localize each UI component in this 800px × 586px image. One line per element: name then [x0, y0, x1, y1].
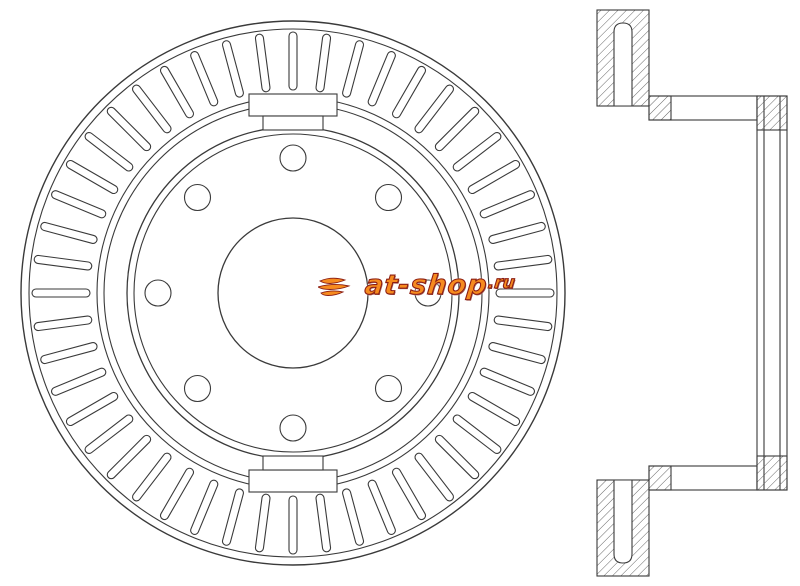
vent-slot: [452, 414, 502, 455]
hat-outer-edge: [126, 126, 460, 460]
vent-slot: [434, 106, 480, 152]
friction-band-inner-edge-line: [103, 103, 483, 483]
bolt-hole: [144, 279, 172, 307]
top-vent-channel: [613, 22, 633, 107]
vent-slot: [31, 288, 91, 298]
vent-slot: [342, 40, 365, 98]
bolt-hole: [414, 279, 442, 307]
vent-slot: [190, 51, 219, 107]
front-view: [20, 20, 566, 566]
vent-slot: [131, 452, 172, 502]
bolt-hole: [279, 414, 307, 442]
vent-slot: [65, 159, 119, 195]
vent-slot: [315, 33, 332, 93]
rotor-outer-edge-inner-line: [28, 28, 558, 558]
vent-slot: [84, 414, 134, 455]
balance-tab-top: [248, 93, 338, 131]
vent-slot: [367, 51, 396, 107]
vent-slot: [391, 65, 427, 119]
vent-slot: [414, 452, 455, 502]
hat-outer-edge-inner-line: [133, 133, 453, 453]
vent-slot: [288, 495, 298, 555]
bolt-hole: [279, 144, 307, 172]
vent-slot: [488, 221, 546, 244]
vent-slot: [84, 131, 134, 172]
vent-slot: [493, 254, 553, 271]
flange-top-section: [756, 95, 788, 131]
side-view: [596, 9, 788, 577]
vent-slot: [33, 254, 93, 271]
bottom-vent-channel: [613, 479, 633, 564]
center-bore: [217, 217, 369, 369]
bolt-hole: [183, 374, 212, 403]
vent-slot: [254, 493, 271, 553]
vent-slot-ring: [31, 31, 555, 555]
vent-slot: [131, 84, 172, 134]
vent-slot: [40, 342, 98, 365]
vent-slot: [106, 106, 152, 152]
vent-slot: [159, 65, 195, 119]
vent-slot: [51, 367, 107, 396]
rotor-outer-edge: [20, 20, 566, 566]
vent-slot: [414, 84, 455, 134]
hat-top-wall-section: [648, 95, 672, 121]
vent-slot: [367, 479, 396, 535]
vent-slot: [479, 367, 535, 396]
vent-slot: [467, 159, 521, 195]
vent-slot: [190, 479, 219, 535]
vent-slot: [479, 190, 535, 219]
friction-band-inner-edge: [96, 96, 490, 490]
vent-slot: [221, 488, 244, 546]
vent-slot: [288, 31, 298, 91]
bolt-hole: [374, 183, 403, 212]
balance-tab-bottom: [248, 455, 338, 493]
vent-slot: [65, 391, 119, 427]
vent-slot: [434, 434, 480, 480]
vent-slot: [106, 434, 152, 480]
vent-slot: [493, 315, 553, 332]
bolt-hole: [374, 374, 403, 403]
vent-slot: [254, 33, 271, 93]
vent-slot: [40, 221, 98, 244]
vent-slot: [495, 288, 555, 298]
vent-slot: [51, 190, 107, 219]
vent-slot: [391, 467, 427, 521]
vent-slot: [159, 467, 195, 521]
vent-slot: [33, 315, 93, 332]
flange-bottom-section: [756, 455, 788, 491]
bolt-hole-ring: [144, 144, 442, 442]
vent-slot: [342, 488, 365, 546]
mounting-flange: [756, 95, 788, 491]
vent-slot: [315, 493, 332, 553]
vent-slot: [221, 40, 244, 98]
hat-bottom-wall-section: [648, 465, 672, 491]
vent-slot: [488, 342, 546, 365]
vent-slot: [452, 131, 502, 172]
bolt-hole: [183, 183, 212, 212]
vent-slot: [467, 391, 521, 427]
